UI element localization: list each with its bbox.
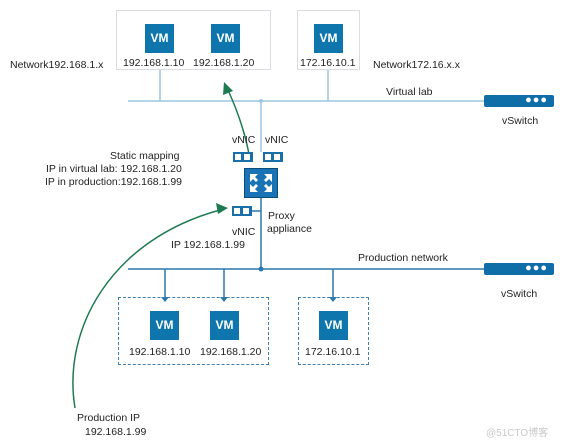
vnic-left-icon: [233, 152, 253, 162]
vm-bottom-3-ip: 172.16.10.1: [305, 346, 361, 358]
proxy-label: Proxy: [268, 210, 295, 222]
switch-ports-icon: ●●●: [525, 94, 548, 106]
static-mapping-title: Static mapping: [110, 150, 180, 162]
vm-bottom-1-ip: 192.168.1.10: [129, 346, 191, 358]
vm-bottom-2-ip: 192.168.1.20: [200, 346, 262, 358]
production-network-label: Production network: [358, 252, 448, 264]
vnic-left-label: vNIC: [232, 134, 256, 146]
vm-bottom-1: VM: [150, 311, 179, 340]
vnic-right-icon: [263, 152, 283, 162]
watermark-text: @51CTO博客: [486, 428, 549, 439]
vnic-bottom-icon: [232, 206, 252, 216]
vm-top-1-ip: 192.168.1.10: [123, 57, 185, 69]
vlab-group-172: [297, 10, 360, 70]
prod-group-192: [118, 297, 269, 365]
vm-top-2-ip: 192.168.1.20: [193, 57, 255, 69]
vm-top-3-ip: 172.16.10.1: [300, 57, 356, 69]
vswitch-top: ●●●: [484, 94, 554, 107]
production-ip-value: 192.168.1.99: [85, 426, 147, 438]
vnic-right-label: vNIC: [265, 134, 289, 146]
switch-ports-icon: ●●●: [525, 262, 548, 274]
prod-group-172: [298, 297, 369, 365]
expand-arrows-icon: [250, 174, 272, 192]
green-arrow-production: [72, 209, 221, 409]
proxy-appliance-icon: [244, 168, 278, 198]
vm-bottom-3: VM: [319, 311, 348, 340]
vm-top-3: VM: [314, 24, 343, 53]
vswitch-bottom-label: vSwitch: [501, 288, 538, 300]
vswitch-bottom: ●●●: [484, 262, 554, 275]
production-ip-label: Production IP: [77, 412, 141, 424]
network-172-label: Network172.16.x.x: [373, 59, 460, 71]
virtual-lab-label: Virtual lab: [386, 86, 433, 98]
network-192-label: Network192.168.1.x: [10, 59, 104, 71]
vnic-bottom-label: vNIC: [232, 226, 256, 238]
vnic-bottom-ip: IP 192.168.1.99: [171, 239, 245, 251]
vlab-group-192: [116, 10, 271, 70]
vswitch-top-label: vSwitch: [502, 115, 539, 127]
vm-bottom-2: VM: [210, 311, 239, 340]
appliance-label: appliance: [267, 223, 312, 235]
static-mapping-prod-ip: IP in production:192.168.1.99: [45, 176, 182, 188]
vm-top-2: VM: [211, 24, 240, 53]
vm-top-1: VM: [145, 24, 174, 53]
static-mapping-vlab-ip: IP in virtual lab: 192.168.1.20: [46, 163, 182, 175]
